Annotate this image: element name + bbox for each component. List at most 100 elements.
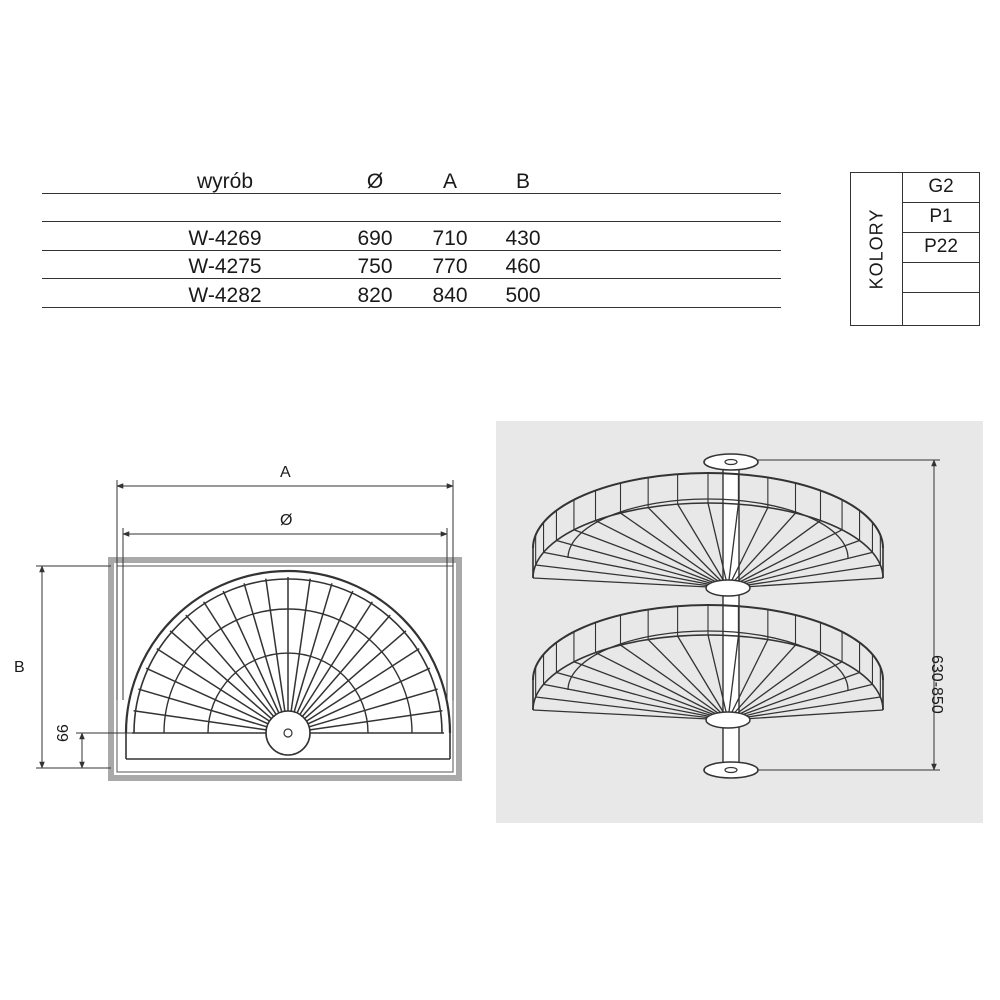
plate-hole xyxy=(724,766,738,774)
basket-spoke xyxy=(677,635,729,721)
basket-spoke xyxy=(727,539,860,589)
basket-spoke xyxy=(133,710,267,731)
basket-spoke xyxy=(707,502,729,589)
basket-spoke xyxy=(727,661,843,721)
basket-rim xyxy=(124,569,452,734)
center-bolt xyxy=(283,728,293,738)
label-height: 630-850 xyxy=(928,655,945,714)
table-cell: 500 xyxy=(505,284,541,307)
basket-spoke xyxy=(532,577,729,589)
basket-spoke xyxy=(306,648,420,722)
basket-spoke xyxy=(727,512,796,589)
table-cell: W-4282 xyxy=(188,284,262,307)
basket-iso-view xyxy=(532,453,884,779)
label-diameter: Ø xyxy=(280,512,293,529)
lower-basket xyxy=(532,604,884,729)
basket-spoke xyxy=(727,507,769,589)
table-cell: 770 xyxy=(432,255,468,278)
table-cell: 430 xyxy=(505,227,541,250)
basket-spoke xyxy=(727,551,873,589)
color-option: P1 xyxy=(903,203,979,233)
basket-spoke xyxy=(185,614,275,717)
basket-spoke xyxy=(169,630,272,720)
basket-spoke xyxy=(647,507,729,589)
basket-spoke xyxy=(727,577,884,589)
basket-spoke xyxy=(299,601,373,715)
header-a: A xyxy=(442,170,457,193)
basket-spoke xyxy=(595,519,729,589)
basket-hub xyxy=(705,711,751,729)
basket-spoke xyxy=(532,709,729,721)
colors-box: KOLORY G2 P1 P22 xyxy=(850,172,980,326)
basket-spoke xyxy=(156,648,270,722)
basket-spoke xyxy=(243,583,283,713)
basket-spoke xyxy=(727,529,843,589)
basket-spoke xyxy=(727,639,769,721)
header-diameter: Ø xyxy=(366,170,384,193)
label-a: A xyxy=(280,464,291,481)
basket-spoke xyxy=(293,583,333,713)
colors-label-cell: KOLORY xyxy=(851,173,903,325)
basket-spoke xyxy=(304,630,407,720)
basket-spoke xyxy=(535,564,729,589)
basket-spoke xyxy=(543,683,729,721)
color-option xyxy=(903,263,979,293)
basket-spoke xyxy=(707,634,729,721)
basket-top-view xyxy=(124,569,452,760)
basket-spoke xyxy=(727,644,796,721)
basket-spoke xyxy=(727,504,740,589)
table-rule xyxy=(42,193,781,194)
basket-spoke xyxy=(296,590,354,714)
table-cell: 840 xyxy=(432,284,468,307)
basket-spoke xyxy=(543,551,729,589)
basket-spoke xyxy=(265,578,286,712)
basket-spoke xyxy=(620,512,729,589)
basket-spoke xyxy=(620,644,729,721)
basket-spoke xyxy=(727,652,821,721)
table-cell: 750 xyxy=(357,255,393,278)
basket-spoke xyxy=(307,667,431,725)
basket-hub xyxy=(705,579,751,597)
basket-spoke xyxy=(309,710,443,731)
cabinet-frame xyxy=(108,557,462,781)
table-rule xyxy=(42,250,781,251)
basket-spoke xyxy=(290,578,311,712)
table-cell: 460 xyxy=(505,255,541,278)
label-b: B xyxy=(14,659,25,676)
table-cell: 710 xyxy=(432,227,468,250)
basket-base xyxy=(532,634,884,711)
basket-spoke xyxy=(647,639,729,721)
basket-spoke xyxy=(556,539,729,589)
table-cell: W-4269 xyxy=(188,227,262,250)
basket-spoke xyxy=(573,529,729,589)
basket-spoke xyxy=(727,683,873,721)
basket-spoke xyxy=(727,671,860,721)
plate-hole xyxy=(724,458,738,466)
table-rule xyxy=(42,278,781,279)
basket-spoke xyxy=(677,503,729,589)
table-cell: 820 xyxy=(357,284,393,307)
header-b: B xyxy=(515,170,530,193)
table-cell: W-4275 xyxy=(188,255,262,278)
upper-basket xyxy=(532,472,884,597)
basket-spoke xyxy=(301,614,391,717)
basket-spoke xyxy=(727,636,740,721)
basket-spoke xyxy=(595,651,729,721)
table-cell: 690 xyxy=(357,227,393,250)
header-product: wyrób xyxy=(196,170,254,193)
table-rule xyxy=(42,221,781,222)
color-option: P22 xyxy=(903,233,979,263)
basket-spoke xyxy=(138,688,268,728)
basket-spoke xyxy=(203,601,277,715)
basket-spoke xyxy=(556,671,729,721)
table-rule xyxy=(42,307,781,308)
basket-spoke xyxy=(308,688,438,728)
color-option: G2 xyxy=(903,173,979,203)
basket-spoke xyxy=(145,667,269,725)
basket-spoke xyxy=(727,564,881,589)
basket-spoke xyxy=(727,520,821,589)
basket-spoke xyxy=(535,696,729,721)
